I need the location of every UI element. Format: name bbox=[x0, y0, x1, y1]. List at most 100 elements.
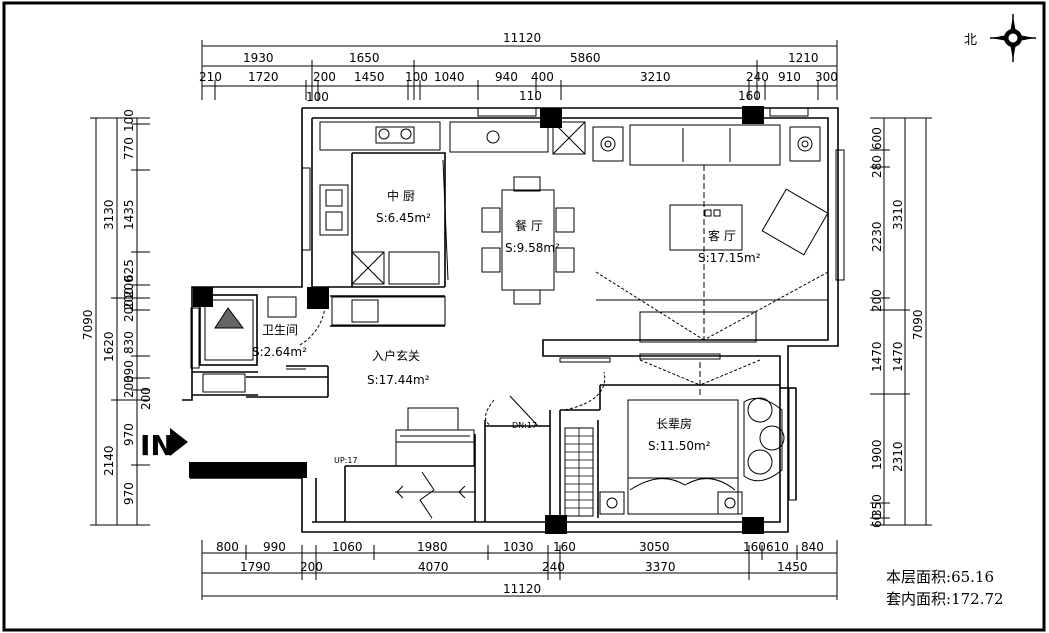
dining-table bbox=[481, 176, 575, 305]
dim-top-minor: 100 110 160 bbox=[306, 89, 761, 104]
kitchen-fixtures bbox=[319, 121, 586, 326]
svg-text:1470: 1470 bbox=[891, 341, 905, 372]
bathroom-fixtures bbox=[202, 296, 327, 393]
dim-top-row3: 210 1720 200 1450 100 1040 940 400 3210 … bbox=[199, 70, 838, 84]
svg-text:910: 910 bbox=[778, 70, 801, 84]
svg-text:3050: 3050 bbox=[639, 540, 670, 554]
svg-text:350: 350 bbox=[870, 494, 884, 517]
dim-top-row2: 1930 1650 5860 1210 bbox=[243, 51, 819, 65]
svg-text:200: 200 bbox=[313, 70, 336, 84]
dim-left-outer: 3130 1620 2140 bbox=[102, 199, 116, 476]
dim-right-inner: 600 280 2230 200 1470 1900 350 60 bbox=[870, 127, 884, 528]
svg-text:3210: 3210 bbox=[640, 70, 671, 84]
svg-text:940: 940 bbox=[495, 70, 518, 84]
room-name-bathroom: 卫生间 bbox=[262, 323, 298, 337]
svg-text:110: 110 bbox=[519, 89, 542, 103]
area-summary: 本层面积:65.16 套内面积:172.72 bbox=[886, 566, 1004, 610]
svg-text:2230: 2230 bbox=[870, 221, 884, 252]
room-area-living: S:17.15m² bbox=[698, 251, 761, 265]
stairs-labels: UP:17 DN:17 bbox=[334, 421, 537, 465]
svg-text:1900: 1900 bbox=[870, 439, 884, 470]
svg-text:1930: 1930 bbox=[243, 51, 274, 65]
stairs-piano bbox=[395, 371, 606, 519]
dim-top-total: 11120 bbox=[503, 31, 541, 45]
svg-text:990: 990 bbox=[263, 540, 286, 554]
svg-text:1790: 1790 bbox=[240, 560, 271, 574]
svg-text:610: 610 bbox=[766, 540, 789, 554]
room-labels: 中 厨 S:6.45m² 餐 厅 S:9.58m² 客 厅 S:17.15m² … bbox=[252, 188, 761, 453]
suite-area-value: 172.72 bbox=[951, 590, 1004, 608]
svg-text:5860: 5860 bbox=[570, 51, 601, 65]
svg-text:IN: IN bbox=[140, 429, 174, 462]
svg-text:160: 160 bbox=[743, 540, 766, 554]
floor-area-row: 本层面积:65.16 bbox=[886, 568, 995, 586]
svg-text:770: 770 bbox=[122, 137, 136, 160]
entrance-arrow-icon: IN bbox=[140, 428, 188, 462]
svg-text:1980: 1980 bbox=[417, 540, 448, 554]
svg-text:1060: 1060 bbox=[332, 540, 363, 554]
svg-text:160: 160 bbox=[553, 540, 576, 554]
svg-text:200: 200 bbox=[300, 560, 323, 574]
room-name-bedroom: 长辈房 bbox=[656, 416, 692, 431]
dim-bottom-total: 11120 bbox=[503, 582, 541, 596]
room-area-dining: S:9.58m² bbox=[505, 241, 560, 255]
svg-text:600: 600 bbox=[870, 127, 884, 150]
dim-right-total: 7090 bbox=[911, 309, 925, 340]
svg-text:100: 100 bbox=[306, 90, 329, 104]
svg-text:1720: 1720 bbox=[248, 70, 279, 84]
room-area-bathroom: S:2.64m² bbox=[252, 345, 307, 359]
living-furniture bbox=[592, 124, 829, 343]
room-name-living: 客 厅 bbox=[708, 228, 736, 243]
svg-text:1040: 1040 bbox=[434, 70, 465, 84]
svg-text:200: 200 bbox=[122, 287, 136, 310]
dim-bottom-row2: 1790 200 4070 240 3370 1450 bbox=[240, 560, 808, 574]
north-compass-icon: 北 bbox=[964, 14, 1036, 62]
room-name-dining: 餐 厅 bbox=[515, 218, 543, 233]
svg-text:240: 240 bbox=[746, 70, 769, 84]
svg-text:840: 840 bbox=[801, 540, 824, 554]
dim-left-inner: 100 770 1435 625 200 200 200 830 390 200… bbox=[122, 109, 153, 505]
svg-text:1450: 1450 bbox=[354, 70, 385, 84]
svg-text:390: 390 bbox=[122, 360, 136, 383]
svg-text:160: 160 bbox=[738, 89, 761, 103]
svg-text:1620: 1620 bbox=[102, 331, 116, 362]
svg-text:200: 200 bbox=[870, 289, 884, 312]
stairs-down-label: DN:17 bbox=[512, 421, 537, 430]
svg-text:1650: 1650 bbox=[349, 51, 380, 65]
svg-text:200: 200 bbox=[139, 387, 153, 410]
svg-text:1450: 1450 bbox=[777, 560, 808, 574]
top-dimensions bbox=[201, 40, 838, 100]
svg-text:2310: 2310 bbox=[891, 441, 905, 472]
svg-text:1435: 1435 bbox=[122, 199, 136, 230]
bottom-dimensions bbox=[201, 540, 838, 600]
svg-text:3370: 3370 bbox=[645, 560, 676, 574]
north-label: 北 bbox=[964, 33, 977, 48]
svg-text:4070: 4070 bbox=[418, 560, 449, 574]
svg-text:3310: 3310 bbox=[891, 199, 905, 230]
stairs-up-label: UP:17 bbox=[334, 456, 358, 465]
room-area-entrance: S:17.44m² bbox=[367, 373, 430, 387]
room-area-bedroom: S:11.50m² bbox=[648, 439, 711, 453]
svg-text:100: 100 bbox=[122, 109, 136, 132]
room-area-kitchen: S:6.45m² bbox=[376, 211, 431, 225]
dim-right-outer: 3310 1470 2310 bbox=[891, 199, 905, 472]
svg-text:60: 60 bbox=[870, 513, 884, 528]
svg-text:625: 625 bbox=[122, 259, 136, 282]
svg-text:3130: 3130 bbox=[102, 199, 116, 230]
svg-text:280: 280 bbox=[870, 155, 884, 178]
dim-left-total: 7090 bbox=[81, 309, 95, 340]
svg-text:200: 200 bbox=[122, 275, 136, 298]
structural-columns bbox=[189, 106, 764, 534]
room-name-kitchen: 中 厨 bbox=[387, 188, 415, 203]
room-name-entrance: 入户玄关 bbox=[372, 348, 420, 363]
svg-text:400: 400 bbox=[531, 70, 554, 84]
bedroom-furniture bbox=[599, 359, 785, 515]
svg-text:1210: 1210 bbox=[788, 51, 819, 65]
svg-text:970: 970 bbox=[122, 482, 136, 505]
windows bbox=[190, 107, 845, 501]
svg-text:240: 240 bbox=[542, 560, 565, 574]
svg-text:200: 200 bbox=[122, 375, 136, 398]
